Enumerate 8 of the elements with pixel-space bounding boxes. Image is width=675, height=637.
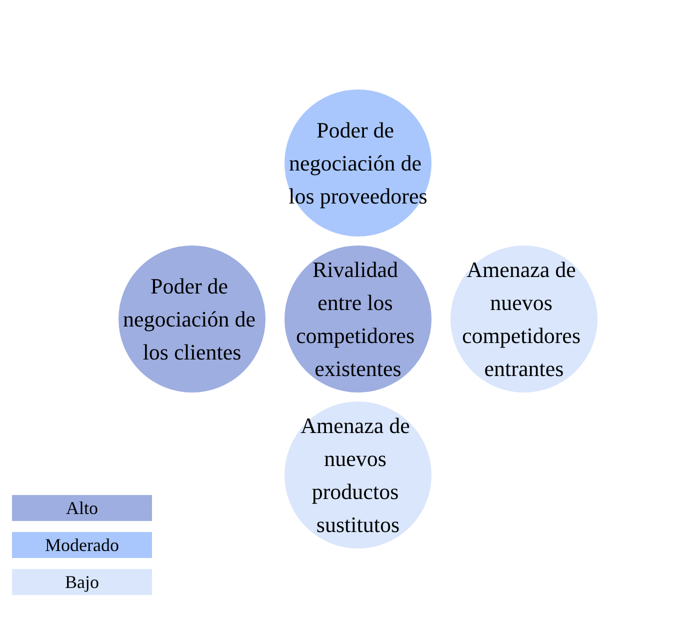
- node-circle: Rivalidad entre los competidores existentes: [284, 245, 431, 392]
- node-circle: Poder de negociación de los proveedores: [284, 89, 431, 236]
- node-circle: Amenaza de nuevos productos sustitutos: [284, 401, 431, 548]
- legend-entry: Bajo: [12, 569, 152, 595]
- node-circle: Poder de negociación de los clientes: [118, 245, 265, 392]
- legend-entry: Alto: [12, 495, 152, 521]
- node-circle: Amenaza de nuevos competidores entrantes: [450, 245, 597, 392]
- legend-entry: Moderado: [12, 532, 152, 558]
